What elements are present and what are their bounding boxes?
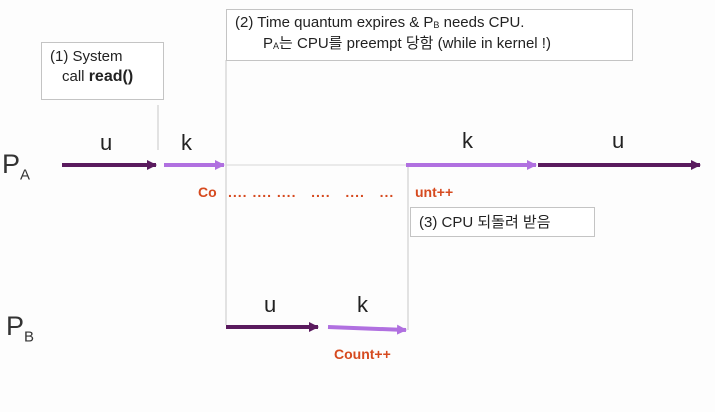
counter-label-dots: .... .... .... .... .... ... — [228, 184, 395, 200]
callout-system-call: (1) System call read() — [41, 42, 164, 100]
callout-time-quantum-line2-sub: A — [273, 41, 280, 51]
process-b-label: PB — [6, 311, 34, 345]
callout-time-quantum-line1: (2) Time quantum expires & PB needs CPU. — [235, 13, 624, 34]
counter-label-co: Co — [198, 184, 217, 200]
pa-kernel-label-1: k — [181, 130, 192, 155]
callout-system-call-prefix: call — [62, 68, 89, 85]
pa-kernel-label-2: k — [462, 128, 473, 153]
process-a-sub: A — [20, 166, 31, 184]
callout-system-call-line2: call read() — [50, 67, 155, 87]
counter-label-count: Count++ — [334, 346, 391, 362]
callout-time-quantum-line1-a: (2) Time quantum expires & P — [235, 14, 434, 31]
pa-user-label-2: u — [612, 128, 625, 153]
process-b-sub: B — [24, 328, 35, 346]
callout-time-quantum-line1-b: needs CPU. — [439, 14, 525, 31]
callout-time-quantum-line1-sub: B — [433, 20, 440, 30]
callout-time-quantum-line2-rest: 는 CPU를 preempt 당함 (while in kernel !) — [279, 35, 551, 52]
process-b-letter: P — [6, 311, 25, 341]
callout-system-call-line1: (1) System — [50, 48, 123, 65]
callout-cpu-returned-text: (3) CPU 되돌려 받음 — [419, 214, 551, 231]
callout-cpu-returned: (3) CPU 되돌려 받음 — [410, 207, 595, 237]
process-a-label: PA — [2, 149, 30, 183]
pb-kernel-arrow — [327, 324, 407, 335]
counter-label-unt: unt++ — [415, 184, 454, 200]
callout-time-quantum-line2-p: P — [263, 35, 274, 52]
process-a-letter: P — [2, 149, 21, 179]
pb-kernel-label: k — [357, 292, 368, 317]
pa-user-label-1: u — [100, 130, 113, 155]
callout-system-call-fn: read() — [88, 68, 134, 85]
pb-user-label: u — [264, 292, 277, 317]
callout-time-quantum-line2: PA는 CPU를 preempt 당함 (while in kernel !) — [235, 34, 624, 55]
callout-time-quantum: (2) Time quantum expires & PB needs CPU.… — [226, 9, 633, 61]
